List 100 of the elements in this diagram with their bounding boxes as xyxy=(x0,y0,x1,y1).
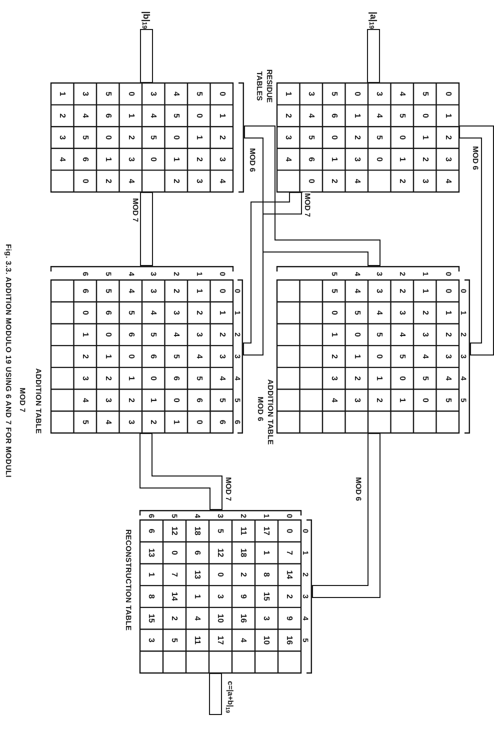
table-value: 6 xyxy=(81,288,90,294)
table-value: 3 xyxy=(81,376,90,381)
table-value: 2 xyxy=(420,310,429,315)
table-value: 5 xyxy=(172,354,180,359)
table-value: 3 xyxy=(149,92,158,96)
table-value: 3 xyxy=(218,354,226,359)
table-value: 4 xyxy=(420,354,429,359)
table-value: 2 xyxy=(218,135,226,140)
table-value: 3 xyxy=(420,332,429,337)
table-value: 0 xyxy=(218,92,226,96)
table-value: 4 xyxy=(194,354,203,359)
table-value: 4 xyxy=(172,332,180,337)
table-value: 1 xyxy=(375,376,384,381)
table-value: 5 xyxy=(149,332,158,337)
table-value: 1 xyxy=(172,420,180,424)
table-value: 0 xyxy=(444,92,452,96)
table-value: 4 xyxy=(352,178,361,184)
table-value: 15 xyxy=(148,614,156,623)
table-value: 2 xyxy=(194,157,203,162)
table-value: 2 xyxy=(172,288,180,294)
table-value: 5 xyxy=(398,113,406,118)
table-value: 4 xyxy=(398,92,406,96)
table-value: 6 xyxy=(104,310,112,315)
table-value: 0 xyxy=(330,310,338,315)
table-value: 3 xyxy=(172,310,180,315)
table-value: 3 xyxy=(330,376,338,381)
table-value: 3 xyxy=(194,332,203,337)
table-value: 1 xyxy=(398,398,406,402)
table-value: 3 xyxy=(444,157,452,162)
table-value: 0 xyxy=(194,420,203,424)
table-value: 1 xyxy=(352,354,361,359)
table-value: 2 xyxy=(444,332,452,337)
table-value: 7 xyxy=(170,572,178,577)
table-value: 0 xyxy=(172,398,180,402)
table-value: 9 xyxy=(286,616,294,621)
table-value: 3 xyxy=(398,310,406,315)
table-value: 8 xyxy=(148,594,156,599)
table-value: 0 xyxy=(398,135,406,140)
table-value: 2 xyxy=(444,135,452,140)
table-value: 4 xyxy=(352,288,361,294)
table-value: 5 xyxy=(375,332,384,337)
table-value: 0 xyxy=(170,550,178,555)
table-value: 3 xyxy=(352,398,361,402)
table-value: 0 xyxy=(218,288,226,294)
table-value: 1 xyxy=(444,310,452,315)
table-value: 1 xyxy=(104,157,112,162)
table-value: 1 xyxy=(148,572,156,577)
table-value: 1 xyxy=(330,332,338,337)
addition-table xyxy=(51,266,243,433)
table-value: 5 xyxy=(330,92,338,96)
table-value: 1 xyxy=(420,288,429,294)
table-value: 2 xyxy=(194,310,203,315)
table-value: 0 xyxy=(149,376,158,381)
table-value: 1 xyxy=(284,92,292,96)
table-value: 5 xyxy=(420,92,429,96)
table-value: 4 xyxy=(375,310,384,315)
table-value: 4 xyxy=(81,398,90,402)
table-value: 12 xyxy=(170,526,178,536)
table-value: 3 xyxy=(284,135,292,140)
table-value: 3 xyxy=(81,92,90,96)
table-value: 4 xyxy=(58,157,66,162)
table-value: 5 xyxy=(307,135,316,140)
table-value: 6 xyxy=(194,398,203,402)
table-value: 5 xyxy=(149,135,158,140)
table-value: 0 xyxy=(104,332,112,337)
residue-table xyxy=(277,83,459,192)
table-value: 2 xyxy=(352,376,361,381)
table-value: 5 xyxy=(352,310,361,315)
table-value: 4 xyxy=(284,157,292,162)
table-value: 0 xyxy=(126,92,135,96)
table-value: 2 xyxy=(330,178,338,184)
table-value: 1 xyxy=(58,92,66,96)
table-value: 3 xyxy=(352,157,361,162)
table-value: 2 xyxy=(240,572,248,577)
table-value: 6 xyxy=(172,376,180,381)
table-value: 0 xyxy=(375,157,384,162)
table-value: 15 xyxy=(262,592,270,601)
table-value: 4 xyxy=(240,638,248,642)
table-value: 12 xyxy=(216,548,224,558)
table-value: 2 xyxy=(375,398,384,402)
table-value: 11 xyxy=(240,526,248,536)
table-value: 0 xyxy=(352,92,361,96)
table-value: 4 xyxy=(126,178,135,184)
table-value: 5 xyxy=(81,420,90,424)
table-value: 1 xyxy=(218,113,226,118)
table-value: 0 xyxy=(81,178,90,184)
table-value: 16 xyxy=(240,614,248,623)
table-value: 0 xyxy=(375,354,384,359)
table-value: 4 xyxy=(444,376,452,381)
table-value: 3 xyxy=(420,178,429,184)
bus-connector xyxy=(243,192,302,356)
bus-connector xyxy=(209,673,222,715)
table-value: 0 xyxy=(352,332,361,337)
table-value: 5 xyxy=(330,288,338,294)
table-value: 1 xyxy=(81,332,90,337)
table-value: 0 xyxy=(286,528,294,534)
table-value: 4 xyxy=(307,113,316,118)
table-value: 17 xyxy=(262,526,270,536)
residue-table xyxy=(51,83,244,192)
table-value: 4 xyxy=(81,113,90,118)
